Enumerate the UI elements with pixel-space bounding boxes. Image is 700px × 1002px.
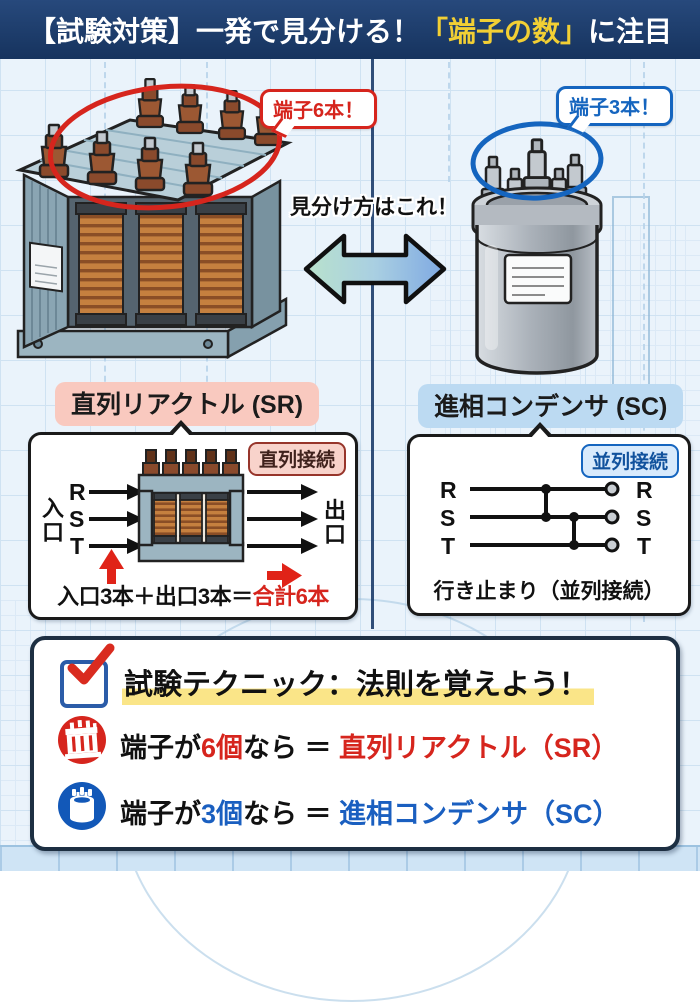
phase-t-left: T xyxy=(441,533,456,559)
series-reactor-illustration xyxy=(15,78,293,360)
label-capacitor: 進相コンデンサ (SC) xyxy=(418,384,684,428)
panel-notch xyxy=(167,420,195,437)
phase-r-label: R xyxy=(69,479,86,505)
rule-three-terminals: 端子が3個なら ＝ 進相コンデンサ（SC） xyxy=(120,799,620,829)
series-wiring-arrows xyxy=(89,484,318,588)
double-arrow-icon xyxy=(303,233,447,305)
phase-t-label: T xyxy=(70,533,85,559)
panel-notch xyxy=(526,422,554,439)
phase-r-left: R xyxy=(440,477,457,503)
label-series-reactor: 直列リアクトル (SR) xyxy=(55,382,320,426)
rule-six-terminals: 端子が6個なら ＝ 直列リアクトル（SR） xyxy=(120,733,619,763)
terminal-count-badge-right: 端子3本！ xyxy=(556,86,674,135)
terminal-count-badge-left: 端子6本！ xyxy=(260,89,378,138)
parallel-connection-panel: 並列接続 R S T R S T 行き止まり（並列接続） xyxy=(407,422,691,616)
capacitor-illustration xyxy=(470,121,604,375)
checkmark-icon xyxy=(67,643,115,685)
dashed-guide-line xyxy=(448,62,450,182)
exam-technique-box: 試験テクニック：法則を覚えよう！ 端子が6個なら ＝ 直列リアクトル（SR） xyxy=(30,636,680,851)
right-arrow-icon xyxy=(267,563,302,588)
compare-caption: 見分け方はこれ！ xyxy=(290,196,458,219)
phase-r-right: R xyxy=(636,477,653,503)
center-divider-line xyxy=(371,59,374,629)
phase-s-label: S xyxy=(69,506,85,532)
phase-s-left: S xyxy=(440,505,456,531)
page-title: 【試験対策】一発で見分ける！「端子の数」に注目 xyxy=(27,15,673,47)
terminal-circle-blue xyxy=(470,121,604,201)
reactor-icon xyxy=(58,716,106,764)
parallel-connection-badge: 並列接続 xyxy=(580,444,679,478)
parallel-circuit-diagram xyxy=(470,481,620,553)
phase-s-right: S xyxy=(636,505,652,531)
reactor-diagram xyxy=(137,449,245,563)
phase-t-right: T xyxy=(637,533,652,559)
terminal-formula: 入口3本＋出口3本＝合計6本 xyxy=(57,584,329,609)
header-banner: 【試験対策】一発で見分ける！「端子の数」に注目 xyxy=(0,0,700,59)
input-label: 入口 xyxy=(41,496,64,545)
dashed-guide-line xyxy=(643,62,645,622)
output-label: 出口 xyxy=(323,498,346,547)
up-arrow-icon xyxy=(99,549,124,584)
capacitor-icon xyxy=(58,782,106,830)
series-connection-badge: 直列接続 xyxy=(247,442,346,476)
dead-end-caption: 行き止まり（並列接続） xyxy=(433,580,665,603)
technique-title: 試験テクニック：法則を覚えよう！ xyxy=(122,661,595,705)
series-connection-panel: 直列接続 入口 R S T 出口 xyxy=(28,420,358,620)
